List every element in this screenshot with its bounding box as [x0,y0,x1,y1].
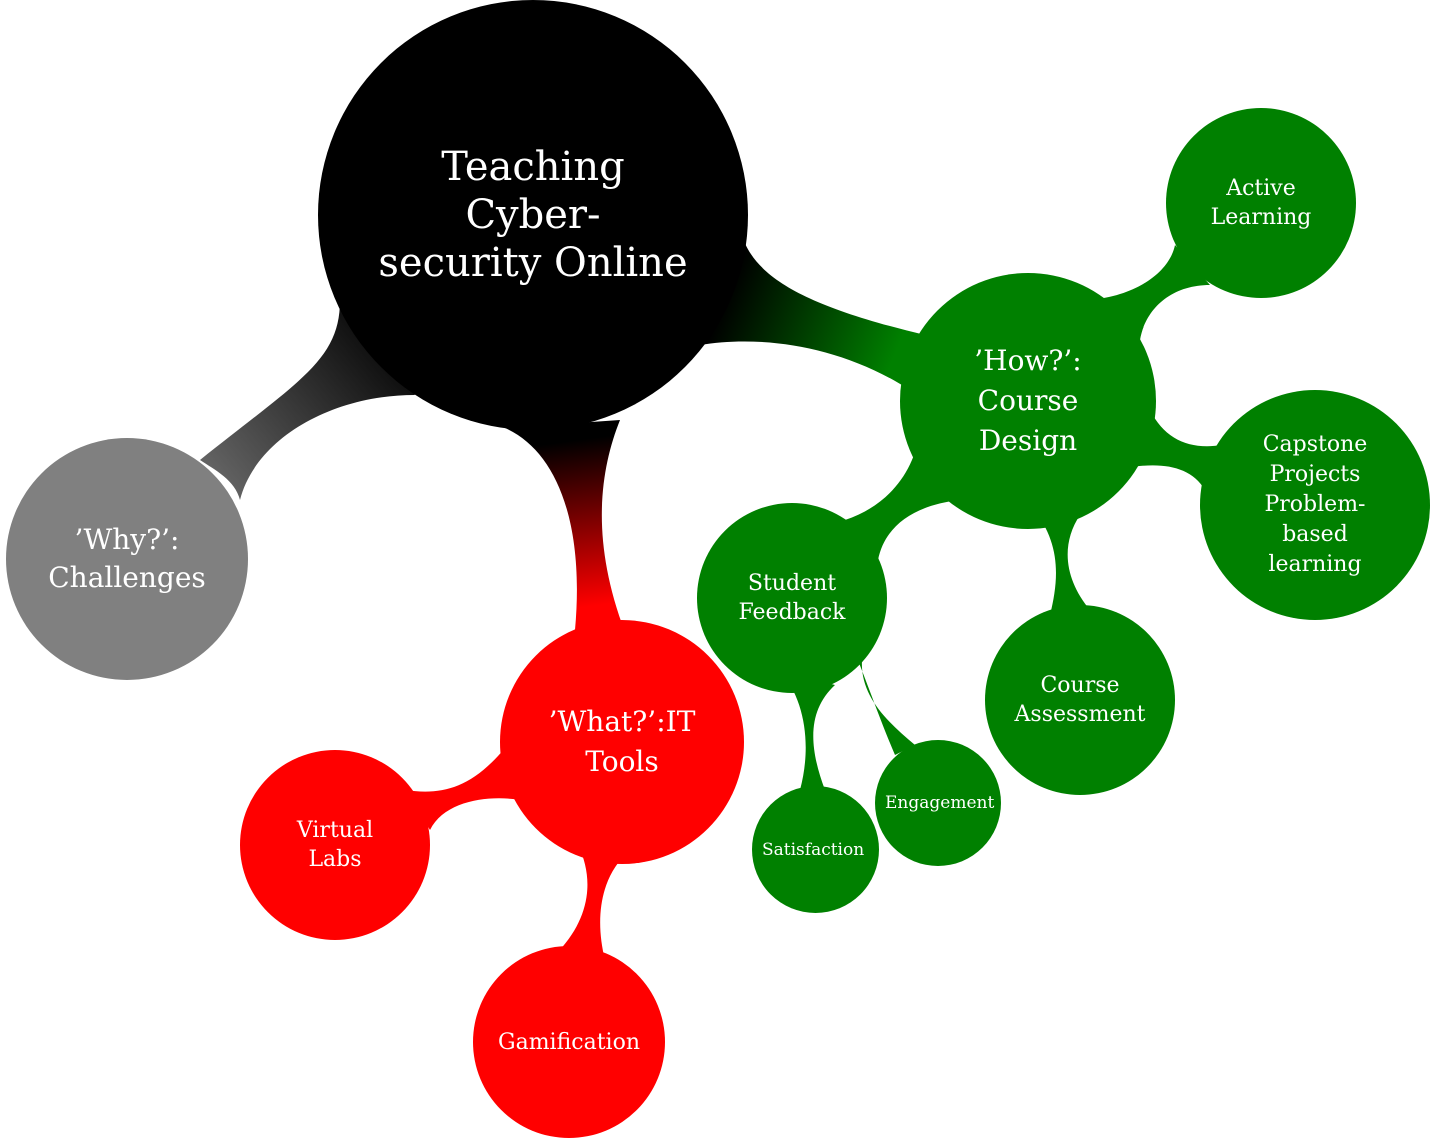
root-node: Teaching Cyber- security Online [318,0,748,430]
how-course-design-node: ’How?’: Course Design [900,273,1156,529]
what-it-tools-label: ’What?’:IT Tools [548,705,696,778]
capstone-projects-label: Capstone Projects Problem- based learnin… [1262,432,1368,577]
gamification-node: Gamification [473,946,665,1138]
student-feedback-node: Student Feedback [697,503,887,693]
root-node-label: Teaching Cyber- security Online [378,144,688,286]
how-course-design-label: ’How?’: Course Design [974,344,1082,457]
connector-root-why [200,300,415,500]
connector-what-virtual [405,748,520,830]
connector-root-what [505,420,625,632]
virtual-labs-label: Virtual Labs [296,818,374,872]
satisfaction-label: Satisfaction [762,839,865,860]
gamification-label: Gamification [498,1029,640,1055]
why-challenges-node: ’Why?’: Challenges [6,438,248,680]
student-feedback-label: Student Feedback [738,571,846,625]
connector-how-assessment [1030,505,1090,615]
engagement-node: Engagement [875,740,1001,866]
what-it-tools-node: ’What?’:IT Tools [500,620,744,864]
active-learning-label: Active Learning [1210,176,1312,230]
course-assessment-node: Course Assessment [985,605,1175,795]
engagement-label: Engagement [885,793,995,813]
connector-feedback-satisfaction [780,670,835,790]
connector-root-how [700,228,925,390]
why-challenges-label: ’Why?’: Challenges [48,523,206,594]
active-learning-node: Active Learning [1166,108,1356,298]
capstone-projects-node: Capstone Projects Problem- based learnin… [1200,390,1430,620]
connector-what-gamification [555,845,625,960]
satisfaction-node: Satisfaction [752,786,879,913]
course-assessment-label: Course Assessment [1014,673,1146,727]
virtual-labs-node: Virtual Labs [240,750,430,940]
